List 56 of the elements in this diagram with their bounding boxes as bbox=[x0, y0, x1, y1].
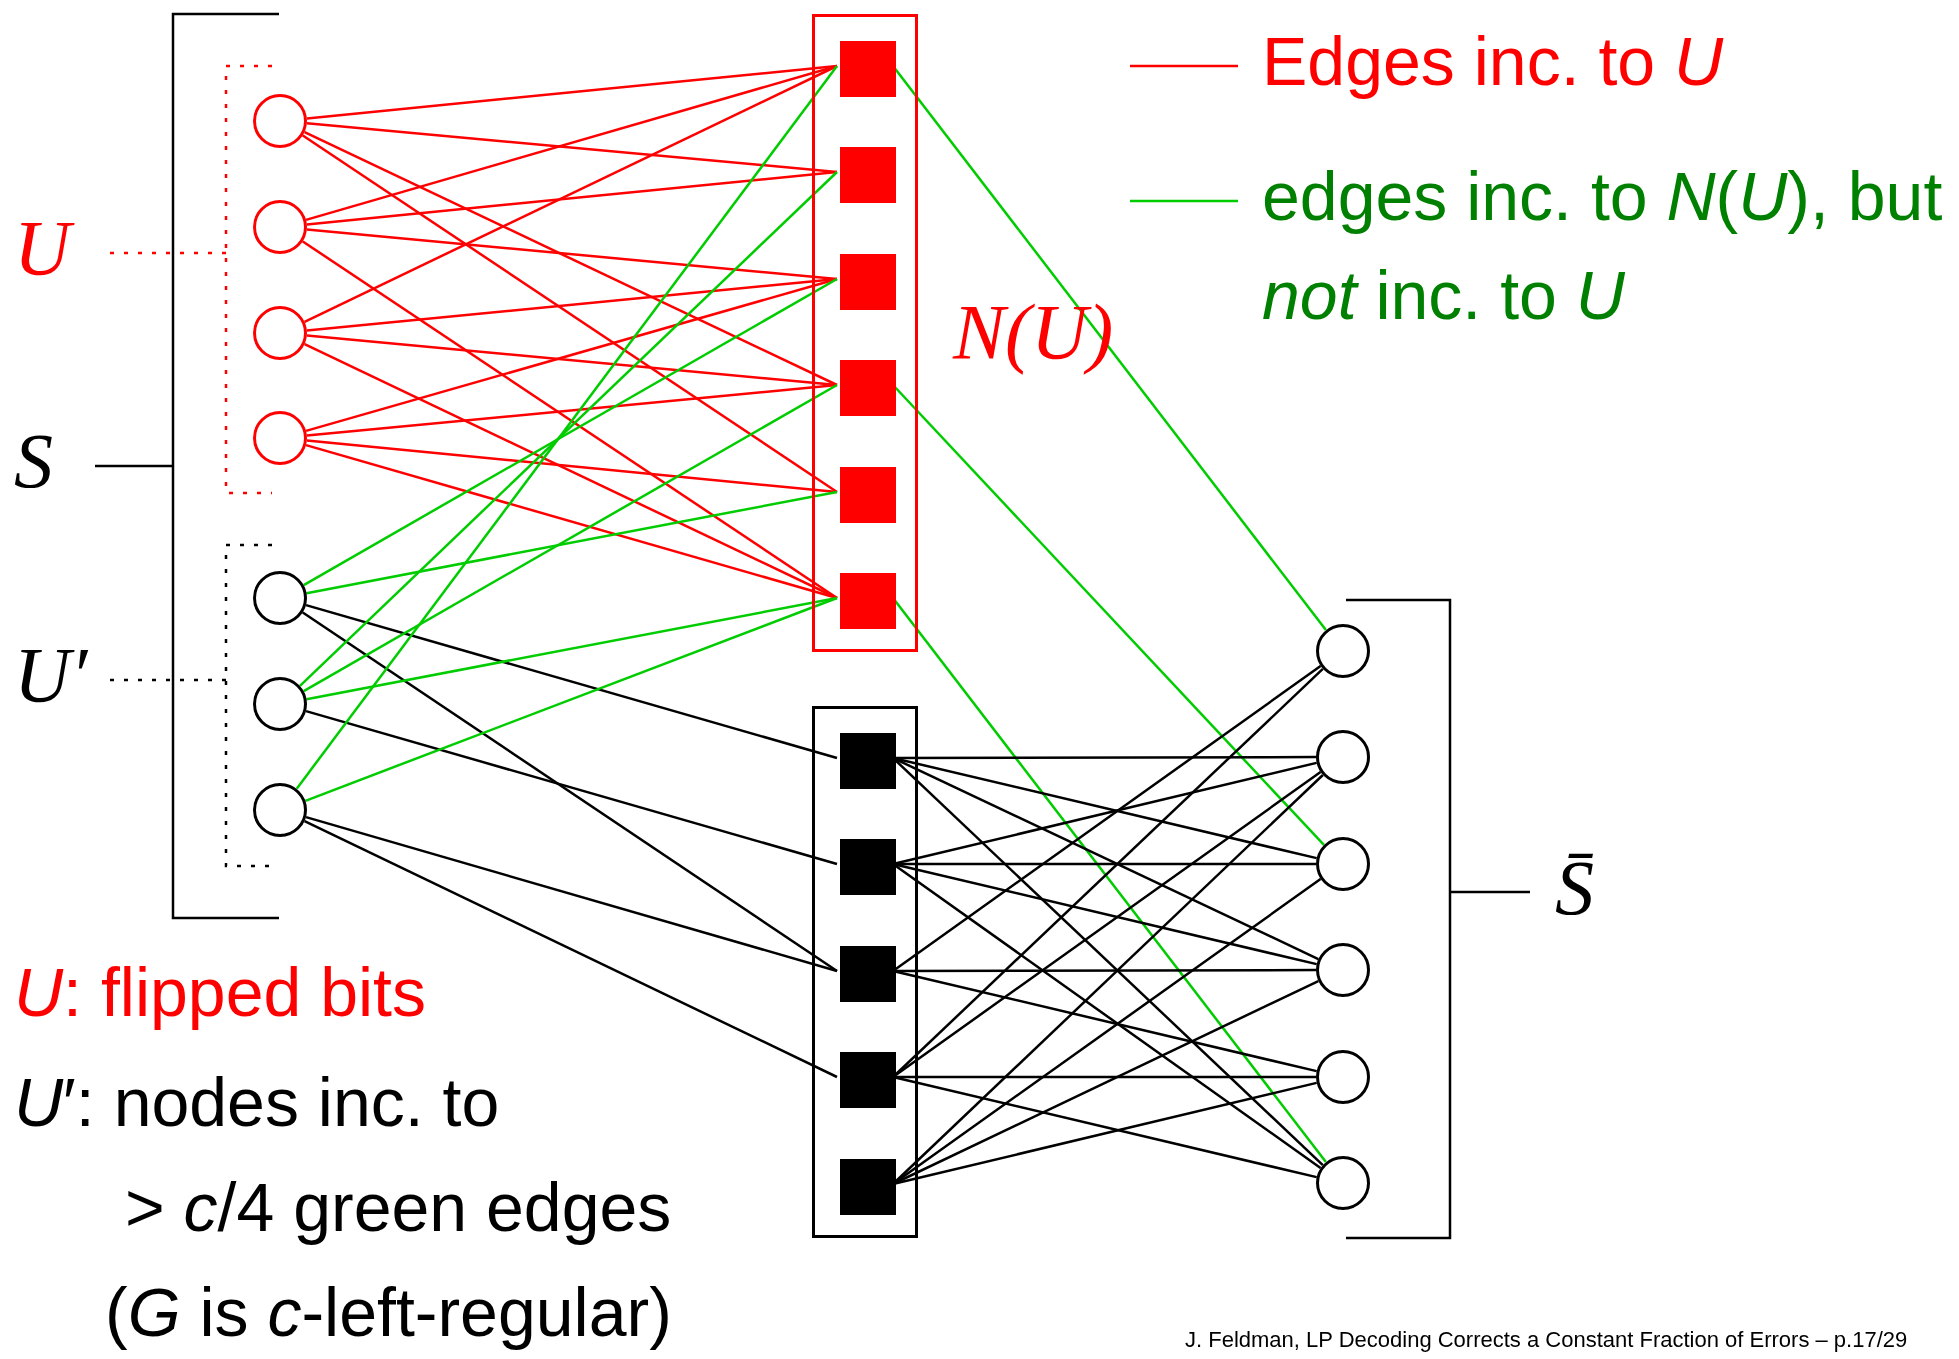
square-node bbox=[840, 360, 896, 416]
square-node bbox=[840, 839, 896, 895]
square-node bbox=[840, 41, 896, 97]
legend-text: Edges inc. to U bbox=[1262, 22, 1725, 101]
group-box bbox=[812, 706, 918, 1238]
edge-line bbox=[304, 131, 838, 387]
circle-node bbox=[253, 94, 307, 148]
edge-line bbox=[302, 134, 838, 494]
circle-node bbox=[253, 411, 307, 465]
edge-line bbox=[295, 65, 838, 790]
square-node bbox=[840, 467, 896, 523]
square-node bbox=[840, 946, 896, 1002]
edge-line bbox=[305, 64, 838, 222]
square-node bbox=[840, 1159, 896, 1215]
edge-line bbox=[304, 64, 838, 323]
edge-line bbox=[306, 170, 838, 226]
edge-line bbox=[306, 490, 838, 595]
circle-node bbox=[1316, 837, 1370, 891]
circle-node bbox=[1316, 1050, 1370, 1104]
square-node bbox=[840, 733, 896, 789]
edge-line bbox=[306, 596, 838, 701]
circle-node bbox=[1316, 943, 1370, 997]
set-symbol: S bbox=[14, 418, 53, 504]
set-symbol: S̄ bbox=[1555, 845, 1594, 931]
circle-node bbox=[253, 306, 307, 360]
edge-line bbox=[304, 820, 838, 1079]
edge-line bbox=[305, 603, 838, 760]
note-text: (G is c-left-regular) bbox=[105, 1275, 672, 1350]
square-node bbox=[840, 573, 896, 629]
edge-line bbox=[303, 383, 838, 693]
set-symbol: U′ bbox=[14, 632, 88, 718]
footer-text: J. Feldman, LP Decoding Corrects a Constant Fraction of Errors – p.17/29 bbox=[1185, 1328, 1908, 1353]
edge-line bbox=[299, 171, 838, 687]
square-node bbox=[840, 147, 896, 203]
edge-line bbox=[305, 709, 838, 866]
circle-node bbox=[1316, 1156, 1370, 1210]
note-text: > c/4 green edges bbox=[125, 1170, 672, 1245]
circle-node bbox=[1316, 624, 1370, 678]
edge-line bbox=[302, 611, 838, 973]
edge-line bbox=[305, 277, 838, 433]
circle-node bbox=[253, 571, 307, 625]
edge-line bbox=[304, 596, 838, 802]
legend-text: edges inc. to N(U), but not inc. to U bbox=[1262, 157, 1944, 335]
circle-node bbox=[253, 200, 307, 254]
edge-line bbox=[306, 439, 838, 494]
note-text: U: flipped bits bbox=[14, 955, 426, 1030]
edge-line bbox=[304, 343, 838, 600]
circle-node bbox=[253, 783, 307, 837]
circle-node bbox=[253, 677, 307, 731]
square-node bbox=[840, 1052, 896, 1108]
edge-line bbox=[306, 383, 838, 437]
circle-node bbox=[1316, 730, 1370, 784]
edge-line bbox=[305, 815, 838, 973]
edge-line bbox=[305, 443, 838, 600]
square-node bbox=[840, 254, 896, 310]
note-text: U′: nodes inc. to bbox=[14, 1065, 500, 1140]
